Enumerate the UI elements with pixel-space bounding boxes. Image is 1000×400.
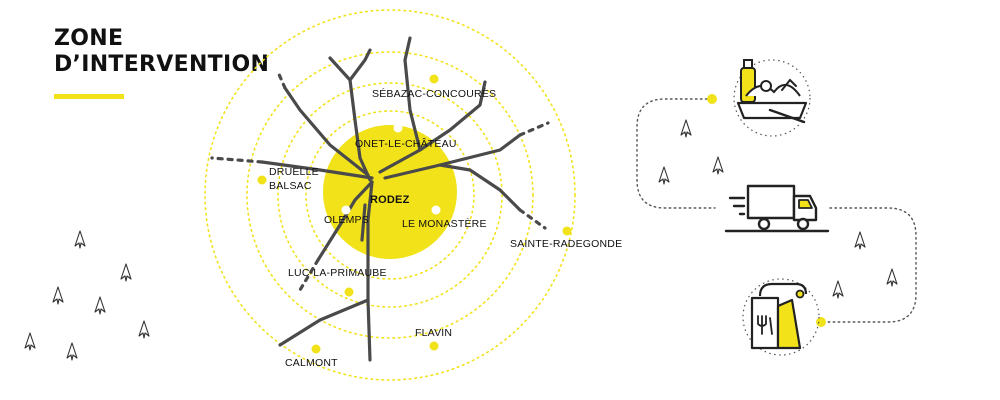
- road-ne: [378, 80, 487, 174]
- groceries-bag-icon: [733, 59, 811, 137]
- marker-monastere: [431, 205, 441, 215]
- ring-3: [246, 51, 534, 339]
- tree-icon: [854, 231, 866, 250]
- marker-radegonde: [562, 226, 572, 236]
- central-zone: [323, 125, 457, 259]
- road-ssw: [278, 298, 370, 347]
- process-path: [636, 98, 917, 323]
- tree-icon: [24, 332, 36, 351]
- label-flavin: FLAVIN: [415, 327, 452, 339]
- road-se: [438, 163, 522, 212]
- label-balsac: BALSAC: [269, 180, 312, 192]
- tree-icon: [712, 156, 724, 175]
- label-monastere: LE MONASTÈRE: [402, 217, 487, 230]
- ring-4: [204, 9, 576, 381]
- road-sw2: [360, 203, 367, 242]
- road-nw: [283, 86, 370, 177]
- label-sebazac: SÉBAZAC-CONCOURÈS: [372, 87, 496, 100]
- path-dot-end: [816, 317, 826, 327]
- road-east-dash: [518, 121, 550, 137]
- marker-onet: [393, 123, 403, 133]
- label-onet: ONET-LE-CHÂTEAU: [355, 137, 457, 150]
- tree-icon: [52, 286, 64, 305]
- tree-icon: [832, 280, 844, 299]
- road-ne2: [403, 36, 422, 152]
- takeaway-bag-icon: [742, 278, 820, 356]
- zone-rings: [204, 9, 576, 381]
- road-network: [210, 36, 550, 362]
- marker-sebazac: [429, 74, 439, 84]
- marker-luc: [344, 287, 354, 297]
- marker-calmont: [311, 344, 321, 354]
- road-east: [383, 133, 522, 180]
- label-rodez: RODEZ: [370, 194, 410, 206]
- road-west: [260, 160, 374, 180]
- road-south: [366, 180, 374, 362]
- road-se-dash: [518, 208, 547, 230]
- tree-icon: [680, 119, 692, 138]
- label-calmont: CALMONT: [285, 357, 338, 369]
- road-west-dash: [210, 156, 264, 164]
- page-title: ZONE D’INTERVENTION: [54, 26, 269, 78]
- title-line-2: D’INTERVENTION: [54, 52, 270, 77]
- town-labels: SÉBAZAC-CONCOURÈS ONET-LE-CHÂTEAU DRUELL…: [269, 87, 622, 369]
- label-druelle: DRUELLE: [269, 166, 319, 178]
- tree-icon: [66, 342, 78, 361]
- label-radegonde: SAINTE-RADEGONDE: [510, 238, 622, 250]
- ring-1: [305, 110, 475, 280]
- ring-2: [277, 82, 503, 308]
- tree-icon: [74, 230, 86, 249]
- town-markers: [257, 74, 572, 354]
- marker-druelle: [257, 175, 267, 185]
- tree-icon: [94, 296, 106, 315]
- tree-icon: [138, 320, 150, 339]
- title-line-1: ZONE: [54, 26, 124, 51]
- tree-icon: [120, 263, 132, 282]
- tree-icon: [886, 268, 898, 287]
- road-ssw-dash: [298, 258, 320, 292]
- marker-flavin: [429, 341, 439, 351]
- path-dot-start: [707, 94, 717, 104]
- road-north: [328, 56, 372, 182]
- tree-icons-left: [24, 230, 150, 361]
- road-nw-dash: [276, 70, 287, 90]
- title-underline: [54, 94, 124, 99]
- label-olemps: OLEMPS: [324, 214, 369, 226]
- label-luc: LUC-LA-PRIMAUBE: [288, 267, 387, 279]
- road-north2: [348, 48, 372, 82]
- tree-icon: [658, 166, 670, 185]
- delivery-truck-icon: [724, 184, 830, 233]
- marker-olemps: [341, 205, 351, 215]
